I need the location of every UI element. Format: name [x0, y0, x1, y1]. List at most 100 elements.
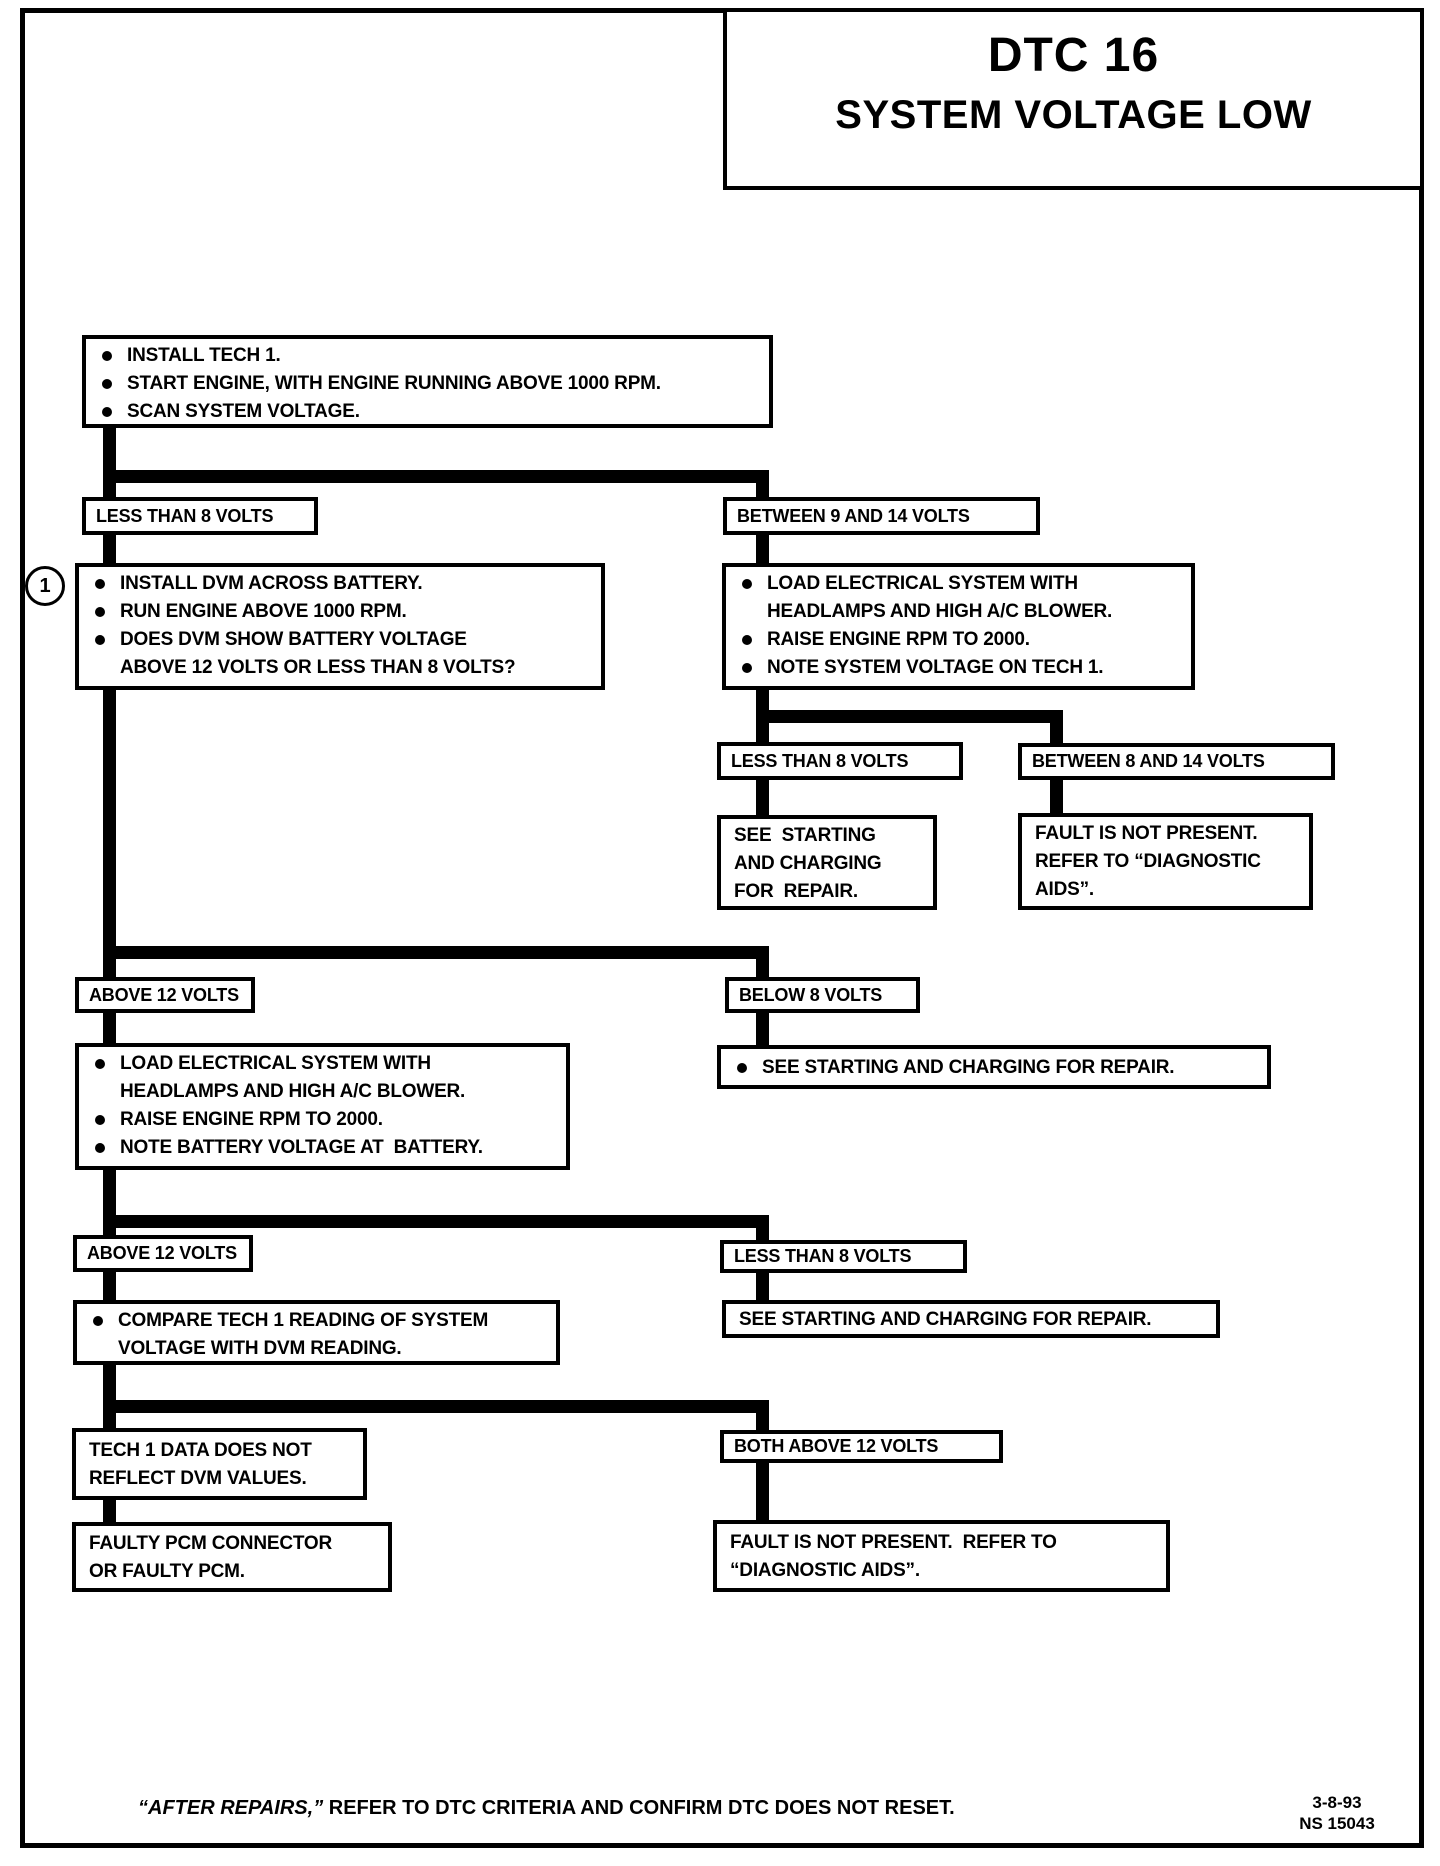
instruction-text: START ENGINE, WITH ENGINE RUNNING ABOVE … [127, 373, 661, 394]
result-text: SEE STARTING AND CHARGING FOR REPAIR. [762, 1057, 1175, 1078]
result-text: AIDS”. [1035, 879, 1094, 900]
connector-line [103, 1272, 116, 1302]
result-text: SEE STARTING [734, 825, 876, 846]
result-text: REFER TO “DIAGNOSTIC [1035, 851, 1261, 872]
connector-line [103, 1170, 116, 1217]
row: START ENGINE, WITH ENGINE RUNNING ABOVE … [86, 370, 769, 398]
connector-line [756, 1463, 769, 1522]
footer-note-quote: “AFTER REPAIRS,” [138, 1797, 324, 1819]
branch-label-less-than-8-volts-1: LESS THAN 8 VOLTS [82, 497, 318, 535]
bullet-icon [102, 407, 112, 417]
connector-line [103, 1012, 116, 1045]
row: TECH 1 DATA DOES NOT [76, 1437, 363, 1465]
connector-line [103, 688, 116, 948]
instruction-text: LOAD ELECTRICAL SYSTEM WITH [120, 1053, 431, 1074]
footer-id-block: 3-8-93 NS 15043 [1287, 1792, 1387, 1834]
instruction-text: INSTALL DVM ACROSS BATTERY. [120, 573, 423, 594]
instruction-text: HEADLAMPS AND HIGH A/C BLOWER. [767, 601, 1113, 622]
row: INSTALL DVM ACROSS BATTERY. [79, 570, 601, 598]
box-see-starting-charging-1: SEE STARTING AND CHARGING FOR REPAIR. [717, 815, 937, 910]
step-1-marker: 1 [25, 566, 65, 606]
result-text: “DIAGNOSTIC AIDS”. [730, 1560, 920, 1581]
bullet-icon [742, 635, 752, 645]
connector-line [103, 1228, 116, 1237]
instruction-text: ABOVE 12 VOLTS OR LESS THAN 8 VOLTS? [120, 657, 516, 678]
row: REFER TO “DIAGNOSTIC [1022, 848, 1309, 876]
instruction-text: LOAD ELECTRICAL SYSTEM WITH [767, 573, 1078, 594]
row: AIDS”. [1022, 876, 1309, 904]
row: ABOVE 12 VOLTS OR LESS THAN 8 VOLTS? [79, 654, 601, 682]
instruction-text: INSTALL TECH 1. [127, 345, 281, 366]
row: FOR REPAIR. [721, 878, 933, 906]
row: LOAD ELECTRICAL SYSTEM WITH [726, 570, 1191, 598]
bullet-icon [95, 1115, 105, 1125]
connector-line [756, 1228, 769, 1242]
box-compare-readings: COMPARE TECH 1 READING OF SYSTEM VOLTAGE… [73, 1300, 560, 1365]
connector-line [103, 1500, 116, 1524]
bullet-icon [742, 579, 752, 589]
footer-note-rest: REFER TO DTC CRITERIA AND CONFIRM DTC DO… [323, 1797, 955, 1819]
result-text: SEE STARTING AND CHARGING FOR REPAIR. [739, 1309, 1152, 1330]
bullet-icon [95, 1143, 105, 1153]
row: DOES DVM SHOW BATTERY VOLTAGE [79, 626, 601, 654]
row: RUN ENGINE ABOVE 1000 RPM. [79, 598, 601, 626]
bullet-icon [737, 1063, 747, 1073]
bullet-icon [95, 635, 105, 645]
bullet-icon [95, 1059, 105, 1069]
connector-line [103, 1215, 769, 1228]
row: SEE STARTING AND CHARGING FOR REPAIR. [726, 1306, 1216, 1334]
row: OR FAULTY PCM. [76, 1558, 388, 1586]
row: SCAN SYSTEM VOLTAGE. [86, 398, 769, 426]
connector-line [103, 428, 116, 474]
bullet-icon [93, 1316, 103, 1326]
row: REFLECT DVM VALUES. [76, 1465, 363, 1493]
branch-label-less-than-8-volts-2: LESS THAN 8 VOLTS [717, 742, 963, 780]
row: FAULTY PCM CONNECTOR [76, 1530, 388, 1558]
box-load-system-battery: LOAD ELECTRICAL SYSTEM WITH HEADLAMPS AN… [75, 1043, 570, 1170]
instruction-text: NOTE BATTERY VOLTAGE AT BATTERY. [120, 1137, 483, 1158]
result-text: FAULTY PCM CONNECTOR [89, 1533, 333, 1554]
bullet-icon [102, 379, 112, 389]
row: HEADLAMPS AND HIGH A/C BLOWER. [726, 598, 1191, 626]
bullet-icon [95, 579, 105, 589]
row: COMPARE TECH 1 READING OF SYSTEM [77, 1307, 556, 1335]
row: LOAD ELECTRICAL SYSTEM WITH [79, 1050, 566, 1078]
instruction-text: NOTE SYSTEM VOLTAGE ON TECH 1. [767, 657, 1104, 678]
branch-label-both-above-12-volts: BOTH ABOVE 12 VOLTS [720, 1430, 1003, 1463]
footer-date: 3-8-93 [1312, 1793, 1362, 1812]
instruction-text: RAISE ENGINE RPM TO 2000. [767, 629, 1030, 650]
row: FAULT IS NOT PRESENT. REFER TO [717, 1529, 1166, 1557]
connector-line [756, 690, 769, 712]
box-initial-steps: INSTALL TECH 1. START ENGINE, WITH ENGIN… [82, 335, 773, 428]
row: INSTALL TECH 1. [86, 342, 769, 370]
connector-line [756, 959, 769, 979]
instruction-text: RAISE ENGINE RPM TO 2000. [120, 1109, 383, 1130]
dtc-name: SYSTEM VOLTAGE LOW [835, 93, 1312, 137]
footer-form-number: NS 15043 [1299, 1814, 1375, 1833]
dtc-code: DTC 16 [987, 29, 1160, 82]
bullet-icon [742, 663, 752, 673]
row: RAISE ENGINE RPM TO 2000. [79, 1106, 566, 1134]
connector-line [103, 959, 116, 979]
connector-line [756, 780, 769, 817]
connector-line [103, 535, 116, 565]
connector-line [103, 1400, 769, 1413]
row: NOTE BATTERY VOLTAGE AT BATTERY. [79, 1134, 566, 1162]
instruction-text: HEADLAMPS AND HIGH A/C BLOWER. [120, 1081, 466, 1102]
instruction-text: VOLTAGE WITH DVM READING. [118, 1338, 402, 1359]
connector-line [756, 1413, 769, 1432]
connector-line [756, 535, 769, 565]
result-text: REFLECT DVM VALUES. [89, 1468, 307, 1489]
instruction-text: DOES DVM SHOW BATTERY VOLTAGE [120, 629, 467, 650]
instruction-text: SCAN SYSTEM VOLTAGE. [127, 401, 360, 422]
box-fault-not-present-1: FAULT IS NOT PRESENT. REFER TO “DIAGNOST… [1018, 813, 1313, 910]
result-text: AND CHARGING [734, 853, 882, 874]
box-dvm-check: INSTALL DVM ACROSS BATTERY. RUN ENGINE A… [75, 563, 605, 690]
bullet-icon [102, 351, 112, 361]
row: RAISE ENGINE RPM TO 2000. [726, 626, 1191, 654]
branch-label-above-12-volts-2: ABOVE 12 VOLTS [73, 1235, 253, 1272]
box-load-system-tech1: LOAD ELECTRICAL SYSTEM WITH HEADLAMPS AN… [722, 563, 1195, 690]
row: FAULT IS NOT PRESENT. [1022, 820, 1309, 848]
footer-note: “AFTER REPAIRS,” REFER TO DTC CRITERIA A… [138, 1797, 955, 1820]
